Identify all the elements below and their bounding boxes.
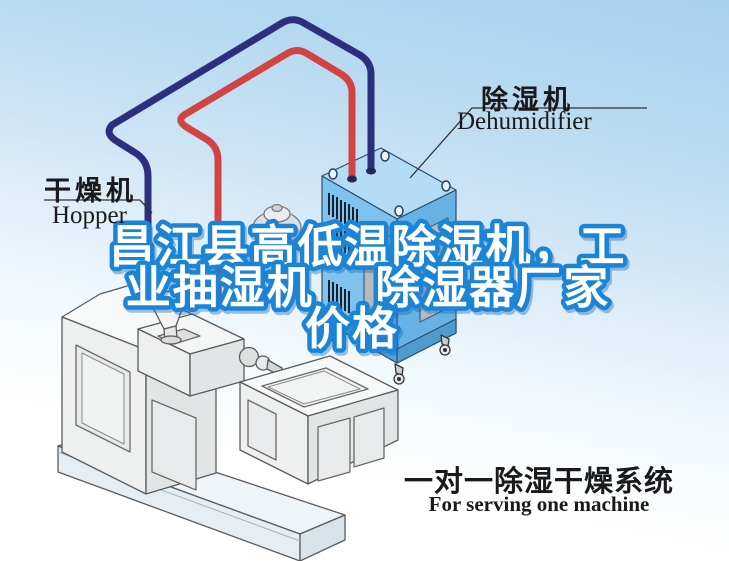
dehumidifier-label-zh: 除湿机 [481,85,574,115]
hose-collar-red [347,175,357,183]
headline-line-1: 昌江县高低温除湿机，工 [109,221,626,272]
headline: 昌江县高低温除湿机，工 业抽湿机 除湿器厂家 价格 [105,217,629,359]
dehumidifier-label-en: Dehumidifier [457,108,592,135]
feed-funnel [148,290,190,345]
cabinet-panel-front [363,221,393,331]
dry-air-hose-navy [105,16,375,309]
headline-line-2: 业抽湿机 除湿器厂家 [126,262,611,313]
slogan-zh: 一对一除湿干燥系统 [403,466,674,498]
molding-machine-drawing [57,203,399,561]
casters [325,320,451,385]
machine-right-block [239,355,399,485]
cabinet-kick-right [396,318,457,364]
lifting-eyelets [328,150,451,217]
hopper-label-zh: 干燥机 [44,176,137,206]
leader-lines [44,107,647,214]
machine-left-cabinet [61,283,217,495]
hopper-leader-line [44,199,153,214]
headline-line-3: 价格 [305,303,399,354]
air-hoses [105,16,376,309]
hose-collar-navy [366,167,376,175]
dehumidifier-leader-line [409,107,647,179]
cabinet-panel-right [419,217,449,323]
hopper-label-en: Hopper [52,202,127,229]
slogan-en: For serving one machine [428,492,650,516]
vent-slats [328,193,358,313]
return-air-hose-red [177,47,356,304]
hopper-pedestal [137,313,245,397]
dryer-dome [252,203,302,246]
